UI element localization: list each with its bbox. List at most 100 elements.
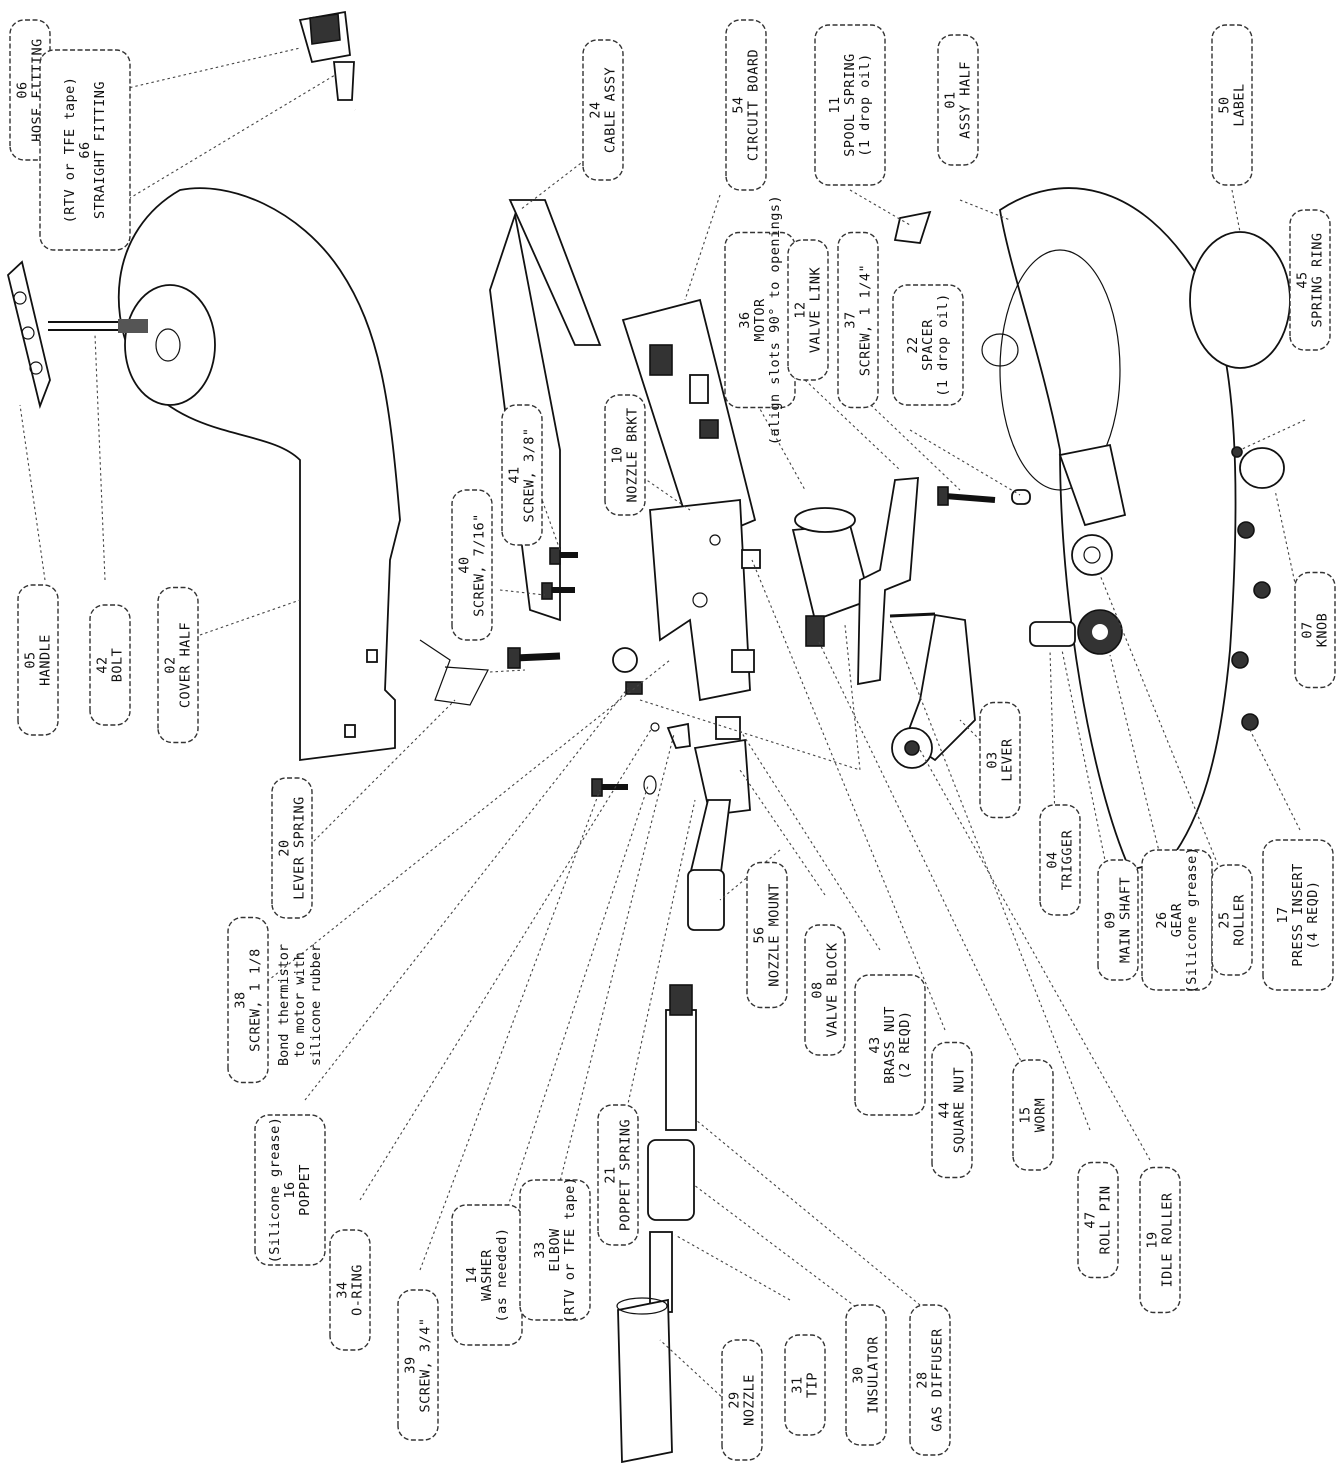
part-number: 17 xyxy=(1275,906,1291,923)
idle-roller-part xyxy=(891,727,933,769)
callout-box xyxy=(1211,864,1253,976)
part-number: 28 xyxy=(915,1371,931,1388)
callout-text: IDLE ROLLER xyxy=(1160,1192,1176,1287)
callout-text: VALVE LINK xyxy=(808,266,824,353)
callout-box xyxy=(39,49,131,251)
callout-text: NOZZLE xyxy=(742,1374,758,1426)
callout-box xyxy=(1294,571,1336,689)
callout-text: BOLT xyxy=(110,648,126,683)
callout-box xyxy=(937,34,979,166)
callout-text: (2 REQD) xyxy=(897,1010,913,1079)
part-number: 01 xyxy=(943,91,959,108)
callout-box xyxy=(1077,1161,1119,1279)
part-number: 43 xyxy=(867,1036,883,1053)
square-nut-part xyxy=(741,549,761,569)
callout-text: WORM xyxy=(1033,1098,1049,1133)
part-number: 06 xyxy=(15,81,31,98)
callout-text: BRASS NUT xyxy=(882,1006,898,1084)
callout-box xyxy=(519,1179,591,1321)
callout-text: 66 xyxy=(77,141,93,158)
insulator-part xyxy=(647,1139,695,1221)
callout-text: ELBOW xyxy=(547,1228,563,1272)
part-number: 22 xyxy=(905,336,921,353)
callout-text: PRESS INSERT xyxy=(1290,863,1306,967)
callout-text: NOZZLE BRKT xyxy=(625,408,641,503)
part-number: 41 xyxy=(507,466,523,483)
note-text: silicone rubber xyxy=(308,944,324,1066)
nozzle-mount-part xyxy=(687,799,732,931)
callout-box xyxy=(451,489,493,641)
nozzle-part xyxy=(616,1297,673,1463)
screw-1-1-4-part xyxy=(937,486,996,506)
part-number: 05 xyxy=(23,651,39,668)
note-text: to motor with xyxy=(292,952,308,1058)
part-number: 44 xyxy=(937,1101,953,1118)
callout-text: SCREW, 3/8" xyxy=(522,428,538,523)
callout-text: GEAR xyxy=(1169,902,1185,937)
handle-part xyxy=(7,260,51,410)
elbow-part xyxy=(666,722,691,749)
callout-box xyxy=(329,1229,371,1351)
washer-part xyxy=(643,775,657,795)
callout-text: TRIGGER xyxy=(1060,829,1076,890)
hose-fitting-part xyxy=(298,10,355,101)
callout-text: SPOOL SPRING xyxy=(842,53,858,157)
screw-1-1-8-part xyxy=(507,647,561,669)
circuit-board-part xyxy=(621,298,757,547)
callout-box xyxy=(814,24,886,186)
callout-box xyxy=(89,604,131,726)
callout-text: (Silicone grease) xyxy=(1184,847,1200,994)
callout-text: MAIN SHAFT xyxy=(1118,877,1134,963)
part-number: 19 xyxy=(1145,1231,1161,1248)
callout-text: SCREW, 7/16" xyxy=(472,513,488,617)
callout-box xyxy=(804,924,846,1056)
callout-text: SCREW, 1 1/4" xyxy=(858,264,874,376)
part-number: 45 xyxy=(1295,271,1311,288)
part-number: 50 xyxy=(1217,96,1233,113)
callout-box xyxy=(227,916,269,1084)
callout-box xyxy=(501,404,543,546)
callout-text: POPPET SPRING xyxy=(618,1119,634,1231)
knob-part xyxy=(1239,447,1285,489)
callout-box xyxy=(1139,1166,1181,1314)
part-number: 12 xyxy=(793,301,809,318)
part-number: 42 xyxy=(95,656,111,673)
callout-text: ROLL PIN xyxy=(1098,1185,1114,1254)
part-number: 02 xyxy=(163,656,179,673)
callout-box xyxy=(787,239,829,381)
callout-text: INSULATOR xyxy=(866,1336,882,1414)
spacer-part xyxy=(1011,489,1031,505)
o-ring-part xyxy=(650,722,660,732)
part-number: 29 xyxy=(727,1391,743,1408)
callout-text: (1 drop oil) xyxy=(935,293,951,397)
part-number: 09 xyxy=(1103,911,1119,928)
part-number: 14 xyxy=(464,1266,480,1283)
callout-box xyxy=(1097,859,1139,981)
callout-text: (Silicone grease) xyxy=(267,1117,283,1264)
callout-text: ROLLER xyxy=(1232,894,1248,946)
